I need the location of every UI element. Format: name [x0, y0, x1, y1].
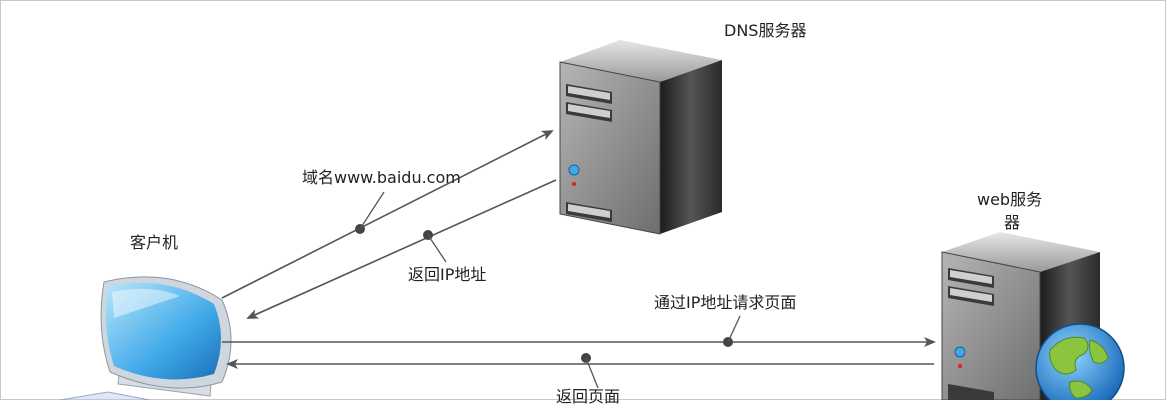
client-label: 客户机	[130, 233, 179, 252]
request-page-label: 通过IP地址请求页面	[654, 293, 797, 312]
arrow-return-ip	[246, 179, 557, 319]
callout-line	[585, 357, 599, 389]
edge-return-page	[226, 353, 934, 389]
return-ip-label: 返回IP地址	[408, 265, 487, 284]
dns-server-label: DNS服务器	[724, 21, 807, 40]
web-server-label-line1: web服务	[977, 190, 1043, 209]
client-computer-icon	[59, 276, 232, 400]
return-page-label: 返回页面	[556, 387, 621, 406]
arrow-query-domain	[221, 130, 554, 299]
web-server-label-line2: 器	[1004, 213, 1021, 232]
callout-line	[427, 234, 447, 263]
callout-line	[359, 191, 385, 230]
globe-icon	[1035, 323, 1125, 400]
callout-line	[727, 315, 741, 343]
edge-query-domain	[221, 130, 554, 299]
edge-return-ip	[246, 179, 557, 319]
query-domain-label: 域名www.baidu.com	[302, 168, 461, 187]
web-server-icon	[941, 232, 1100, 400]
dns-server-icon	[559, 40, 722, 235]
edge-request-page	[222, 315, 936, 347]
